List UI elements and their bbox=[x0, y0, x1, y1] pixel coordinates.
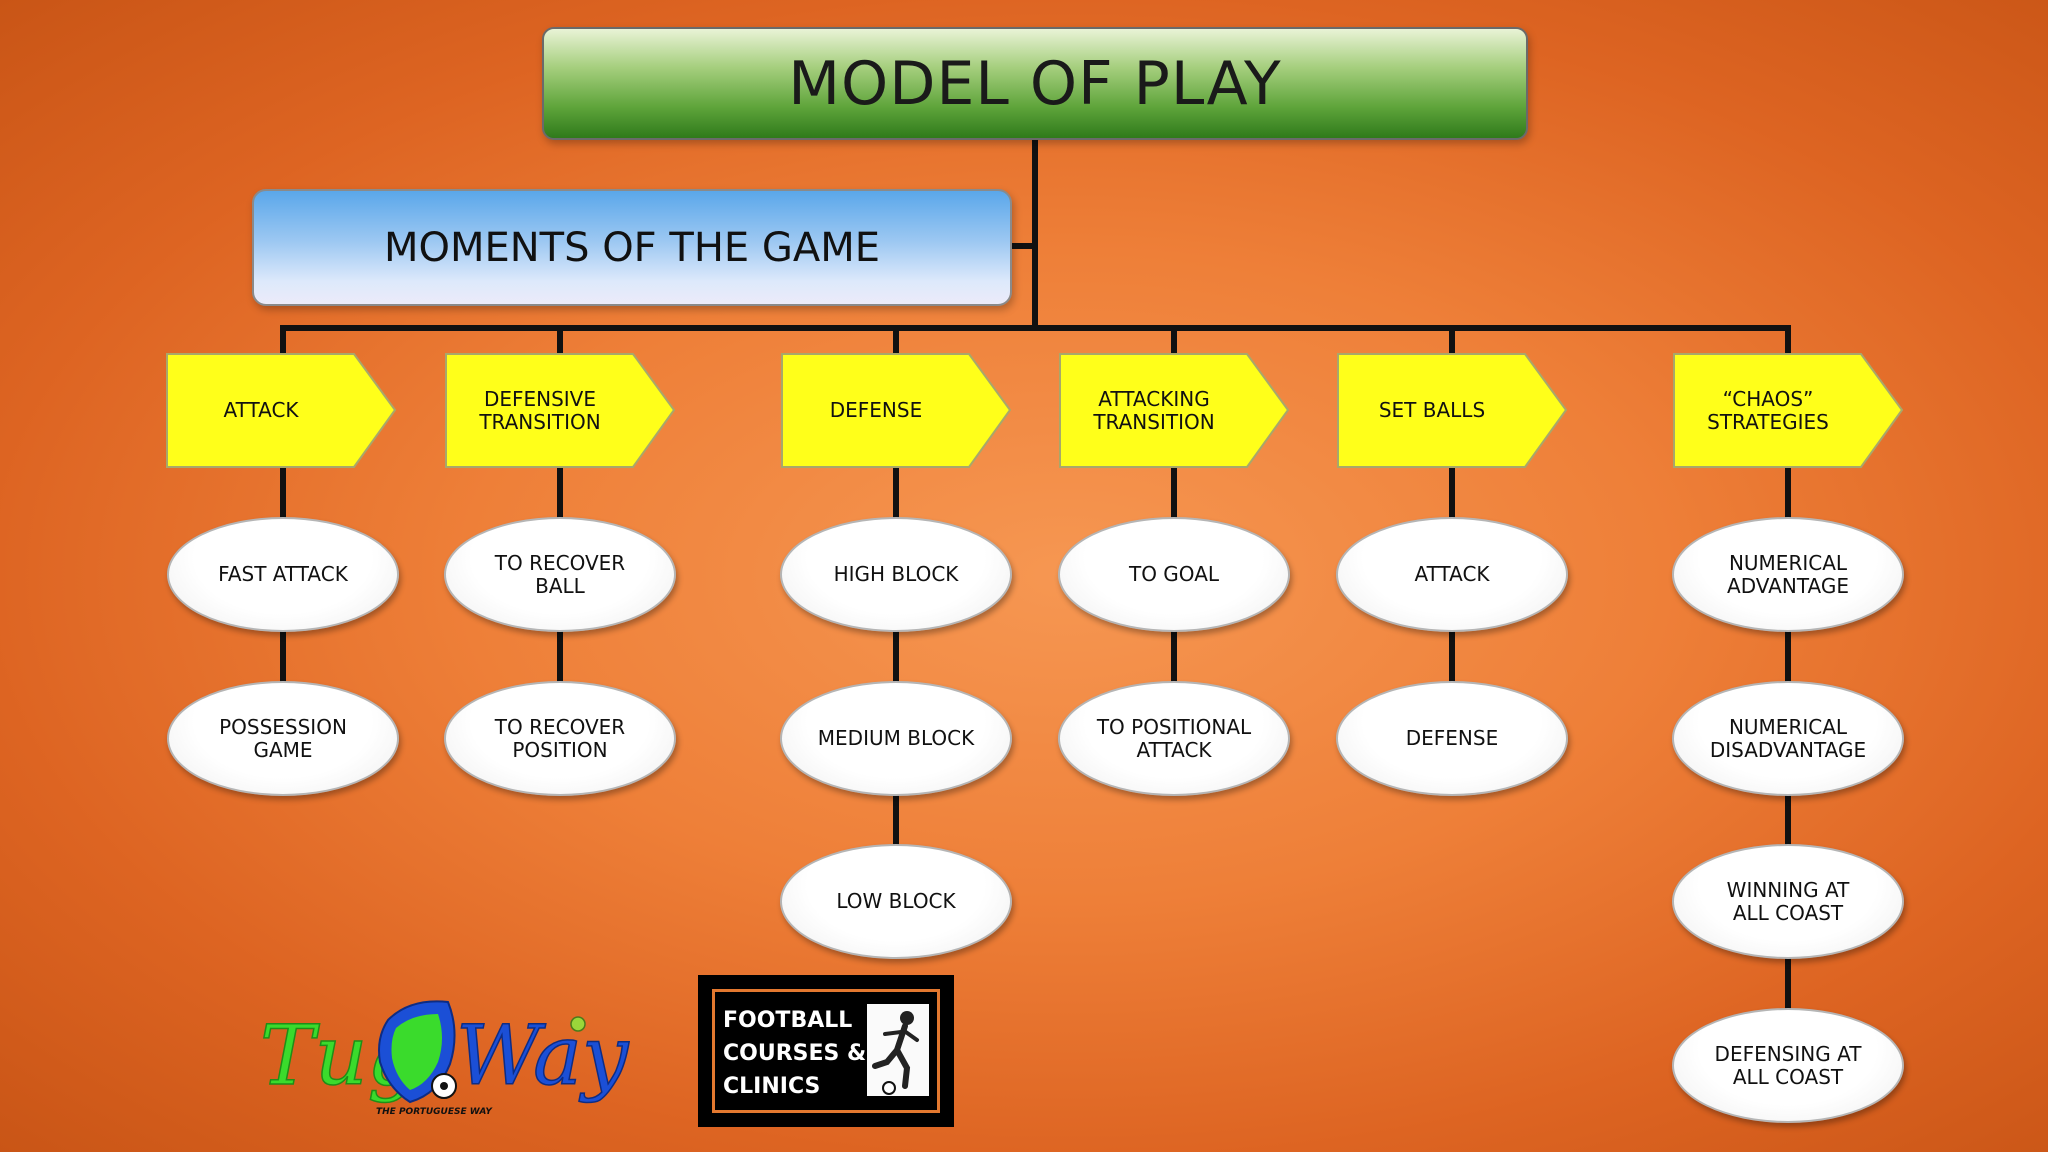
player-kicking-icon bbox=[867, 1004, 929, 1096]
node-label: LOW BLOCK bbox=[836, 889, 956, 913]
node-fast-attack: FAST ATTACK bbox=[167, 517, 399, 632]
category-set-balls: SET BALLS bbox=[1337, 353, 1567, 468]
category-arrow-shape bbox=[781, 353, 1011, 468]
node-label: NUMERICAL ADVANTAGE bbox=[1727, 550, 1849, 598]
category-arrow-shape bbox=[166, 353, 396, 468]
category-attacking-transition: ATTACKING TRANSITION bbox=[1059, 353, 1289, 468]
node-winning-at-all-coast: WINNING AT ALL COAST bbox=[1672, 844, 1904, 959]
moments-of-the-game-box: MOMENTS OF THE GAME bbox=[252, 189, 1012, 306]
fcc-logo-frame: FOOTBALL COURSES & CLINICS bbox=[712, 989, 940, 1113]
node-numerical-advantage: NUMERICAL ADVANTAGE bbox=[1672, 517, 1904, 632]
node-medium-block: MEDIUM BLOCK bbox=[780, 681, 1012, 796]
node-label: TO POSITIONAL ATTACK bbox=[1096, 714, 1252, 762]
category-arrow-shape bbox=[1337, 353, 1567, 468]
fcc-logo-text: FOOTBALL COURSES & CLINICS bbox=[723, 1008, 867, 1099]
node-label: DEFENSE bbox=[1405, 726, 1499, 750]
tuga-way-logo: Tug Way THE PORTUGUESE WAY bbox=[260, 1000, 631, 1117]
category-label: DEFENSE bbox=[829, 398, 923, 422]
node-label: POSSESSION GAME bbox=[219, 714, 347, 762]
logo-tagline: THE PORTUGUESE WAY bbox=[376, 1107, 493, 1117]
node-label: TO GOAL bbox=[1128, 562, 1220, 586]
node-high-block: HIGH BLOCK bbox=[780, 517, 1012, 632]
node-to-recover-position: TO RECOVER POSITION bbox=[444, 681, 676, 796]
category-defensive-transition: DEFENSIVE TRANSITION bbox=[445, 353, 675, 468]
moments-heading: MOMENTS OF THE GAME bbox=[383, 224, 881, 271]
node-label: TO RECOVER POSITION bbox=[494, 714, 626, 762]
soccer-shield-icon bbox=[378, 1000, 457, 1104]
node-numerical-disadvantage: NUMERICAL DISADVANTAGE bbox=[1672, 681, 1904, 796]
node-low-block: LOW BLOCK bbox=[780, 844, 1012, 959]
page-title: MODEL OF PLAY bbox=[788, 48, 1282, 119]
category-label: ATTACK bbox=[223, 398, 299, 422]
category-defense: DEFENSE bbox=[781, 353, 1011, 468]
node-label: ATTACK bbox=[1414, 562, 1490, 586]
football-courses-clinics-logo: FOOTBALL COURSES & CLINICS bbox=[698, 975, 954, 1127]
logo-dot-icon bbox=[570, 1016, 586, 1032]
node-to-goal: TO GOAL bbox=[1058, 517, 1290, 632]
category-arrow-shape bbox=[1059, 353, 1289, 468]
category-arrow-shape bbox=[1673, 353, 1903, 468]
node-label: WINNING AT ALL COAST bbox=[1726, 877, 1850, 925]
node-defense: DEFENSE bbox=[1336, 681, 1568, 796]
logo-word-right: Way bbox=[456, 1009, 630, 1104]
category-label: SET BALLS bbox=[1378, 398, 1486, 422]
node-label: NUMERICAL DISADVANTAGE bbox=[1709, 714, 1867, 762]
category-attack: ATTACK bbox=[166, 353, 396, 468]
category-arrow-shape bbox=[445, 353, 675, 468]
node-to-positional-attack: TO POSITIONAL ATTACK bbox=[1058, 681, 1290, 796]
category-chaos-strategies: “CHAOS” STRATEGIES bbox=[1673, 353, 1903, 468]
node-label: FAST ATTACK bbox=[218, 562, 348, 586]
node-defensing-at-all-coast: DEFENSING AT ALL COAST bbox=[1672, 1008, 1904, 1123]
node-label: MEDIUM BLOCK bbox=[817, 726, 975, 750]
node-to-recover-ball: TO RECOVER BALL bbox=[444, 517, 676, 632]
node-label: DEFENSING AT ALL COAST bbox=[1714, 1041, 1862, 1089]
category-label: DEFENSIVE TRANSITION bbox=[479, 386, 601, 434]
node-possession-game: POSSESSION GAME bbox=[167, 681, 399, 796]
node-label: TO RECOVER BALL bbox=[494, 550, 626, 598]
model-of-play-title-box: MODEL OF PLAY bbox=[542, 27, 1528, 140]
category-label: “CHAOS” STRATEGIES bbox=[1707, 386, 1829, 434]
node-attack: ATTACK bbox=[1336, 517, 1568, 632]
node-label: HIGH BLOCK bbox=[833, 562, 959, 586]
category-label: ATTACKING TRANSITION bbox=[1093, 386, 1215, 434]
